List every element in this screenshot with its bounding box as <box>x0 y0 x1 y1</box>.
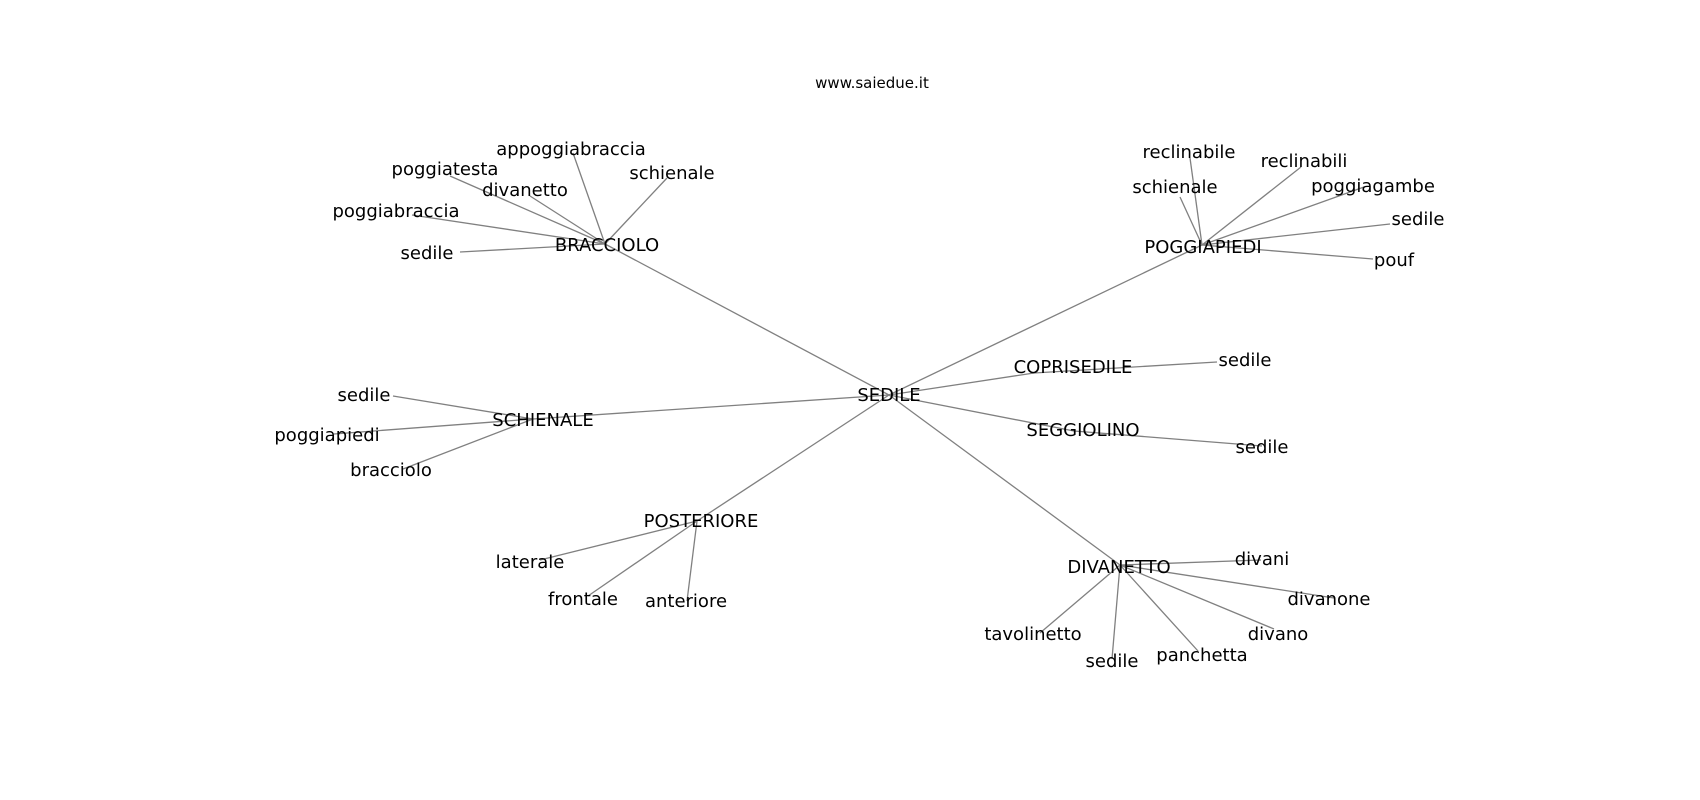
edge-divanetto-divani <box>1119 559 1262 566</box>
edge-bracciolo-poggiatesta <box>449 175 606 245</box>
node-labels: www.saiedue.it SEDILE BRACCIOLO appoggiabr… <box>274 74 1444 672</box>
leaf-node-poggiapiedi-reclinabili: reclinabili <box>1261 151 1348 172</box>
leaf-node-posteriore-anteriore: anteriore <box>645 591 727 612</box>
leaf-node-schienale-poggiapiedi: poggiapiedi <box>274 425 379 446</box>
leaf-node-bracciolo-appoggiabraccia: appoggiabraccia <box>496 139 645 160</box>
leaf-node-poggiapiedi-poggiagambe: poggiagambe <box>1311 176 1435 197</box>
root-node-label: SEDILE <box>857 385 920 406</box>
edge-root-posteriore <box>696 394 890 522</box>
hub-node-schienale: SCHIENALE <box>492 410 593 431</box>
hub-node-divanetto: DIVANETTO <box>1067 557 1170 578</box>
edge-poggiapiedi-reclinabili <box>1201 166 1302 246</box>
leaf-node-bracciolo-poggiabraccia: poggiabraccia <box>332 201 459 222</box>
edge-bracciolo-divanetto <box>529 195 606 245</box>
hub-node-seggiolino: SEGGIOLINO <box>1026 420 1139 441</box>
leaf-node-poggiapiedi-schienale: schienale <box>1132 177 1217 198</box>
edge-posteriore-frontale <box>587 520 698 597</box>
edge-divanetto-divanone <box>1119 564 1335 599</box>
leaf-node-schienale-bracciolo: bracciolo <box>350 460 432 481</box>
edge-root-schienale <box>532 394 890 420</box>
leaf-node-schienale-sedile: sedile <box>338 385 391 406</box>
source-watermark: www.saiedue.it <box>815 74 929 92</box>
edge-schienale-bracciolo <box>402 418 534 470</box>
edge-root-coprisedile <box>888 372 1035 396</box>
edge-root-poggiapiedi <box>888 244 1203 396</box>
edge-posteriore-anteriore <box>686 520 698 602</box>
leaf-node-poggiapiedi-pouf: pouf <box>1374 250 1415 271</box>
hub-node-poggiapiedi: POGGIAPIEDI <box>1144 237 1261 258</box>
edge-bracciolo-schienale <box>604 177 668 245</box>
leaf-node-poggiapiedi-sedile: sedile <box>1392 209 1445 230</box>
leaf-node-bracciolo-divanetto: divanetto <box>482 180 568 201</box>
leaf-node-posteriore-frontale: frontale <box>548 589 618 610</box>
hub-node-bracciolo: BRACCIOLO <box>555 235 659 256</box>
leaf-node-divanetto-divano: divano <box>1248 624 1309 645</box>
leaf-node-coprisedile-sedile: sedile <box>1219 350 1272 371</box>
edges <box>333 152 1391 660</box>
edge-root-bracciolo <box>604 243 890 396</box>
edge-bracciolo-appoggiabraccia <box>572 152 606 245</box>
edge-divanetto-panchetta <box>1119 564 1199 652</box>
edge-seggiolino-sedile <box>1073 430 1263 447</box>
edge-poggiapiedi-poggiagambe <box>1201 186 1365 246</box>
edge-schienale-poggiapiedi <box>333 418 534 435</box>
edge-bracciolo-sedile <box>459 243 606 253</box>
leaf-node-seggiolino-sedile: sedile <box>1236 437 1289 458</box>
leaf-node-bracciolo-poggiatesta: poggiatesta <box>392 159 499 180</box>
leaf-node-divanetto-divanone: divanone <box>1287 589 1370 610</box>
edge-poggiapiedi-pouf <box>1201 244 1374 260</box>
leaf-node-bracciolo-schienale: schienale <box>629 163 714 184</box>
edge-root-divanetto <box>888 394 1121 566</box>
edge-root-seggiolino <box>888 394 1075 432</box>
edge-divanetto-tavolinetto <box>1039 564 1121 634</box>
leaf-node-poggiapiedi-reclinabile: reclinabile <box>1143 142 1236 163</box>
edge-posteriore-laterale <box>539 520 698 561</box>
edge-bracciolo-poggiabraccia <box>411 214 606 245</box>
edge-poggiapiedi-schienale <box>1179 196 1203 246</box>
leaf-node-bracciolo-sedile: sedile <box>401 243 454 264</box>
leaf-node-posteriore-laterale: laterale <box>496 552 565 573</box>
edge-poggiapiedi-reclinabile <box>1189 157 1203 246</box>
edge-divanetto-divano <box>1119 564 1275 630</box>
leaf-node-divanetto-sedile: sedile <box>1086 651 1139 672</box>
edge-coprisedile-sedile <box>1033 361 1218 374</box>
leaf-node-divanetto-tavolinetto: tavolinetto <box>984 624 1081 645</box>
leaf-node-divanetto-panchetta: panchetta <box>1156 645 1247 666</box>
hub-node-posteriore: POSTERIORE <box>644 511 759 532</box>
hub-node-coprisedile: COPRISEDILE <box>1014 357 1133 378</box>
edge-divanetto-sedile <box>1111 564 1121 660</box>
edge-poggiapiedi-sedile <box>1201 223 1391 246</box>
edge-schienale-sedile <box>392 395 534 420</box>
leaf-node-divanetto-divani: divani <box>1235 549 1290 570</box>
